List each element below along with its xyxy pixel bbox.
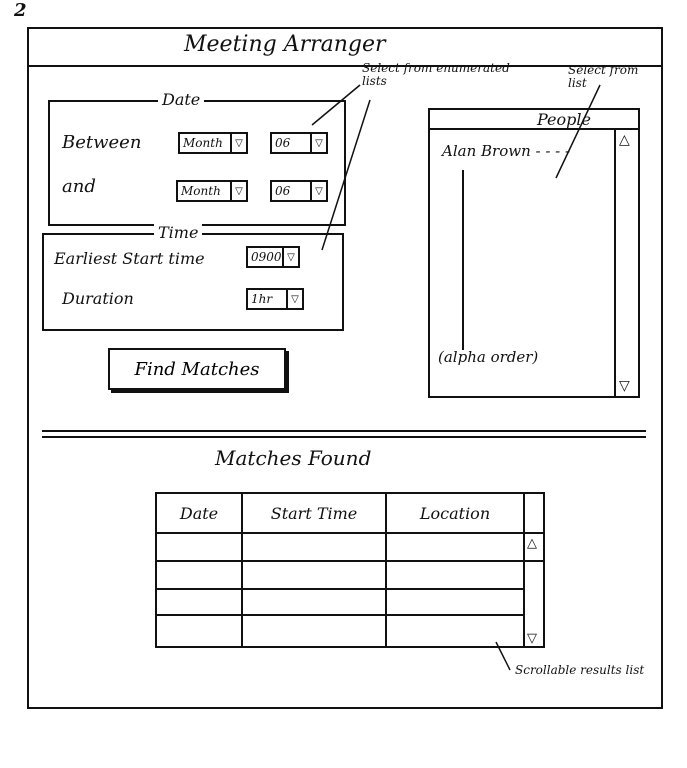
scroll-down-icon[interactable]: ▽ — [527, 631, 537, 646]
between-day-value: 06 — [275, 136, 291, 150]
and-month-value: Month — [181, 184, 221, 198]
page-number: 2 — [14, 0, 27, 21]
column-header-date[interactable]: Date — [179, 503, 219, 523]
annotation-enumerated: Select from enumerated lists — [362, 61, 510, 88]
annotation-scrollable: Scrollable results list — [515, 663, 645, 677]
between-month-select[interactable]: Month ▽ — [178, 132, 248, 154]
and-day-select[interactable]: 06 ▽ — [270, 180, 328, 202]
table-row — [157, 614, 523, 616]
earliest-start-label: Earliest Start time — [54, 249, 205, 268]
column-header-location[interactable]: Location — [419, 503, 491, 523]
list-continuation-line — [462, 170, 464, 350]
and-month-select[interactable]: Month ▽ — [176, 180, 248, 202]
chevron-down-icon[interactable]: ▽ — [286, 290, 302, 308]
section-divider — [42, 430, 646, 438]
between-label: Between — [62, 132, 142, 153]
date-group: Date Between and — [48, 90, 346, 226]
scroll-up-icon[interactable]: △ — [619, 132, 630, 148]
app-window: Meeting Arranger — [27, 27, 663, 709]
chevron-down-icon[interactable]: ▽ — [310, 182, 326, 200]
people-list[interactable]: People Alan Brown - - - - (alpha order) … — [428, 108, 640, 398]
people-list-item[interactable]: Alan Brown - - - - — [442, 142, 571, 160]
window-title: Meeting Arranger — [184, 32, 386, 57]
time-group-legend: Time — [154, 223, 203, 242]
between-day-select[interactable]: 06 ▽ — [270, 132, 328, 154]
people-list-header: People — [430, 110, 638, 130]
people-order-note: (alpha order) — [438, 348, 539, 366]
between-month-value: Month — [183, 136, 223, 150]
chevron-down-icon[interactable]: ▽ — [230, 134, 246, 152]
earliest-start-select[interactable]: 0900▽ — [246, 246, 300, 268]
results-scrollbar[interactable]: △ ▽ — [525, 534, 543, 646]
chevron-down-icon[interactable]: ▽ — [230, 182, 246, 200]
chevron-down-icon[interactable]: ▽ — [310, 134, 326, 152]
table-row — [157, 560, 543, 562]
people-scrollbar[interactable]: △ ▽ — [614, 130, 638, 396]
column-header-start-time[interactable]: Start Time — [270, 503, 358, 523]
column-divider — [523, 494, 525, 646]
title-bar-divider — [29, 65, 661, 67]
date-group-legend: Date — [158, 90, 205, 109]
and-label: and — [62, 176, 96, 197]
chevron-down-icon[interactable]: ▽ — [282, 248, 298, 266]
matches-found-title: Matches Found — [215, 446, 372, 470]
duration-value: 1hr — [251, 292, 273, 306]
scroll-down-icon[interactable]: ▽ — [619, 378, 630, 394]
and-day-value: 06 — [275, 184, 291, 198]
matches-table: Date Start Time Location △ ▽ — [155, 492, 545, 648]
annotation-people-list: Select from list — [568, 63, 639, 90]
duration-select[interactable]: 1hr ▽ — [246, 288, 304, 310]
header-divider — [157, 532, 543, 534]
earliest-start-value: 0900 — [251, 250, 282, 264]
column-divider — [241, 494, 243, 646]
duration-label: Duration — [62, 289, 134, 308]
scroll-up-icon[interactable]: △ — [527, 536, 537, 551]
column-divider — [385, 494, 387, 646]
find-matches-button[interactable]: Find Matches — [108, 348, 286, 390]
time-group: Time Earliest Start time Duration — [42, 223, 344, 331]
table-row — [157, 588, 523, 590]
